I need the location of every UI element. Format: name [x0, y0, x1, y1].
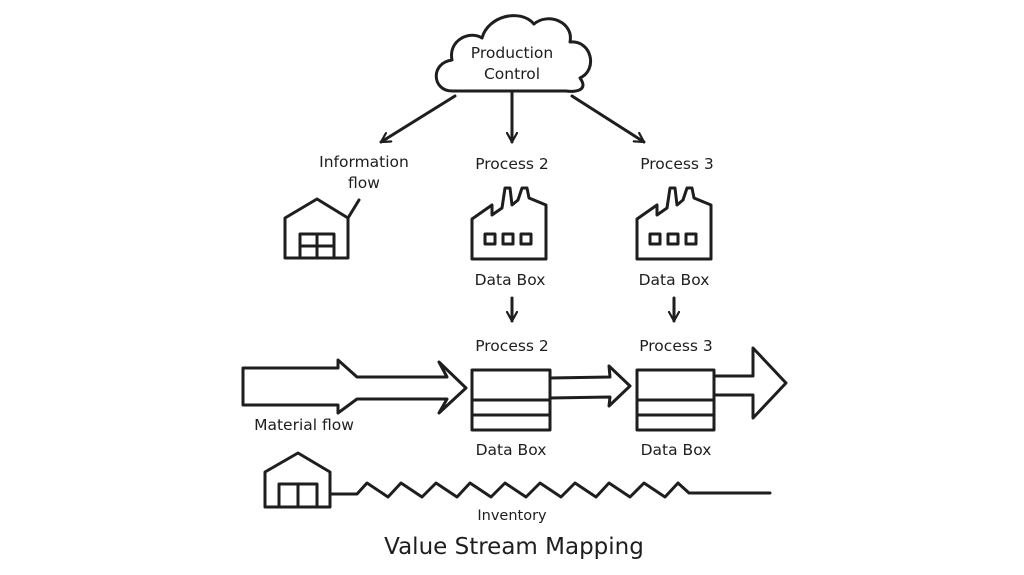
top-process-2-label: Process 2 [475, 155, 549, 173]
diagram-title: Value Stream Mapping [384, 534, 644, 560]
factory-icon-process-2 [470, 186, 548, 261]
material-flow-label: Material flow [254, 416, 354, 434]
production-control-line2: Control [483, 65, 541, 83]
information-flow-line1: Information [319, 153, 409, 171]
inventory-timeline [328, 481, 772, 499]
information-flow-line2: flow [348, 174, 380, 192]
production-control-label: Production Control [471, 43, 553, 85]
process-2-data-box-label: Data Box [475, 441, 547, 459]
information-warehouse-icon [283, 197, 361, 260]
push-arrow-2-to-3 [548, 364, 632, 408]
process-3-data-box-label: Data Box [640, 441, 712, 459]
process-box-3[interactable] [635, 368, 716, 432]
production-control-cloud[interactable] [434, 14, 592, 93]
info-flow-arrow-left [379, 94, 457, 144]
material-flow-arrow[interactable] [241, 358, 468, 415]
top-data-box-3-label: Data Box [638, 271, 710, 289]
factory-icon-process-3 [635, 186, 713, 261]
process-box-3-label: Process 3 [639, 337, 713, 355]
top-data-box-2-label: Data Box [474, 271, 546, 289]
inventory-label: Inventory [477, 508, 547, 524]
info-flow-arrow-right [570, 94, 646, 144]
process-box-2-label: Process 2 [475, 337, 549, 355]
outgoing-material-arrow [712, 346, 788, 420]
top-process-3-label: Process 3 [640, 155, 714, 173]
information-flow-label: Information flow [319, 152, 409, 194]
production-control-line1: Production [470, 44, 554, 62]
process-box-2[interactable] [470, 368, 552, 432]
inventory-warehouse-icon [263, 451, 332, 509]
